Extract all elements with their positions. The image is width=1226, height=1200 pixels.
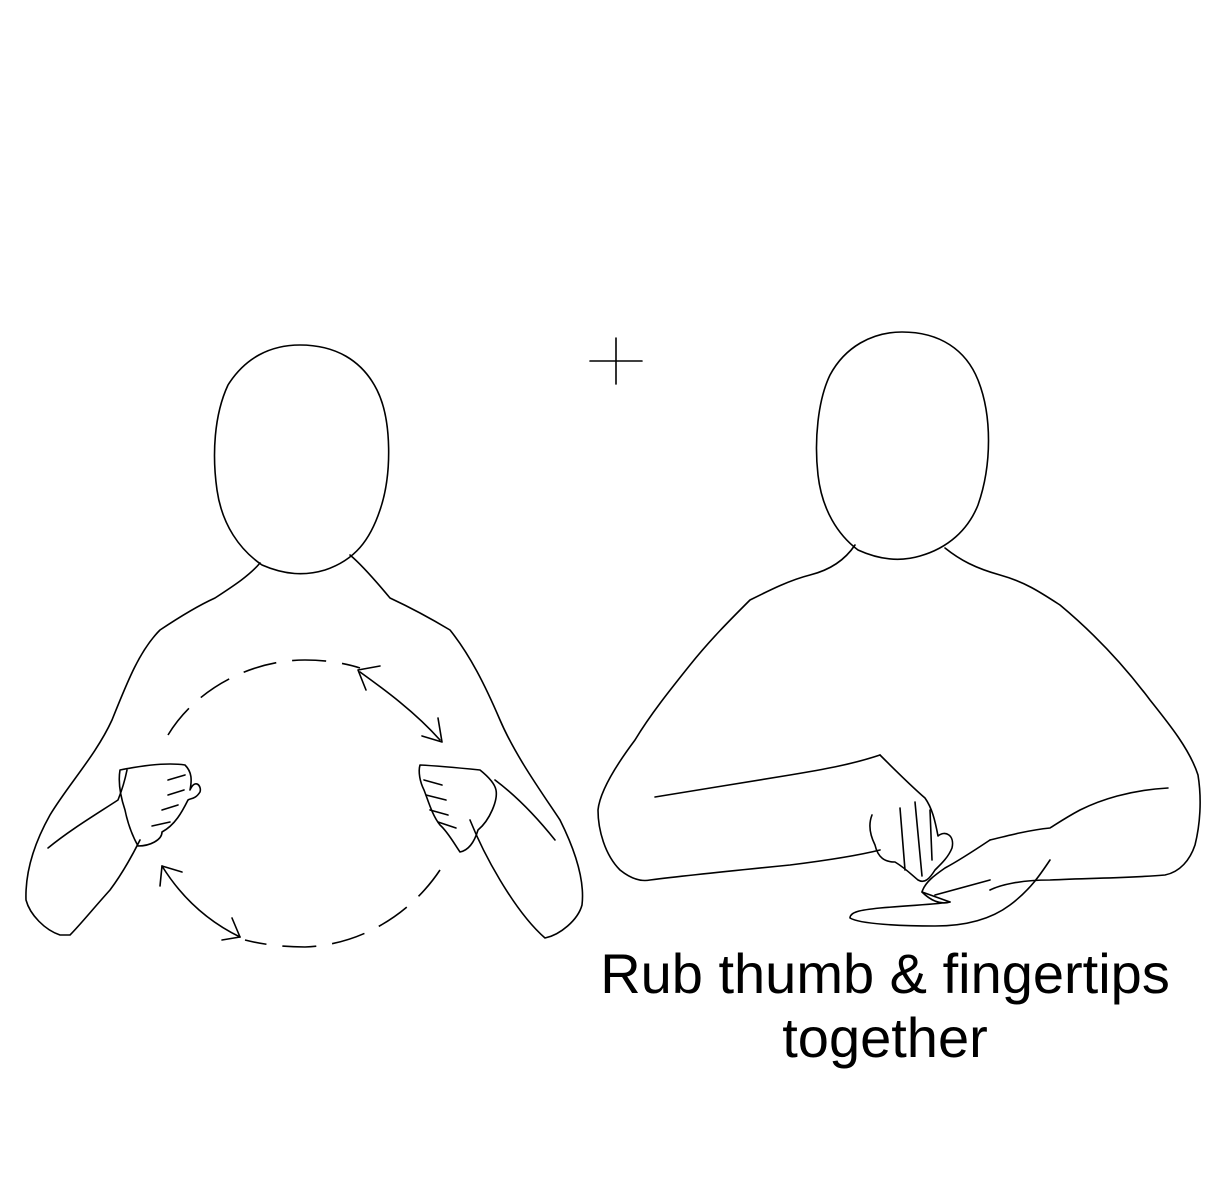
circular-motion-path [167, 659, 361, 736]
flat-palm-hand [849, 839, 1051, 927]
left-figure-head [213, 344, 390, 575]
motion-arrow-icon [357, 665, 443, 743]
right-fist [418, 764, 498, 853]
left-fist [118, 763, 202, 847]
right-figure [597, 331, 1201, 927]
left-figure [25, 344, 584, 948]
caption-line-2: together [782, 1006, 988, 1069]
rubbing-hand [869, 754, 954, 883]
cross-marker-icon [589, 337, 643, 385]
right-figure-head [815, 331, 990, 561]
flat-palm-thumb [921, 879, 991, 903]
left-figure-body [25, 562, 261, 936]
right-figure-forearm-left [654, 754, 881, 798]
left-forearm-inner [47, 769, 128, 849]
caption-line-1: Rub thumb & fingertips [600, 942, 1170, 1005]
circular-motion-path-lower [244, 869, 441, 948]
right-fist-fingers [423, 779, 457, 829]
right-figure-forearm-right [989, 787, 1169, 841]
left-figure-body-right [349, 554, 584, 939]
caption: Rub thumb & fingertips together [540, 942, 1226, 1070]
right-forearm-inner [494, 779, 556, 841]
left-fist-fingers [151, 774, 186, 827]
rubbing-hand-fingers [899, 801, 933, 877]
motion-arrow-icon-lower [159, 865, 241, 941]
right-figure-body-right [944, 547, 1201, 891]
right-figure-body [597, 544, 881, 882]
